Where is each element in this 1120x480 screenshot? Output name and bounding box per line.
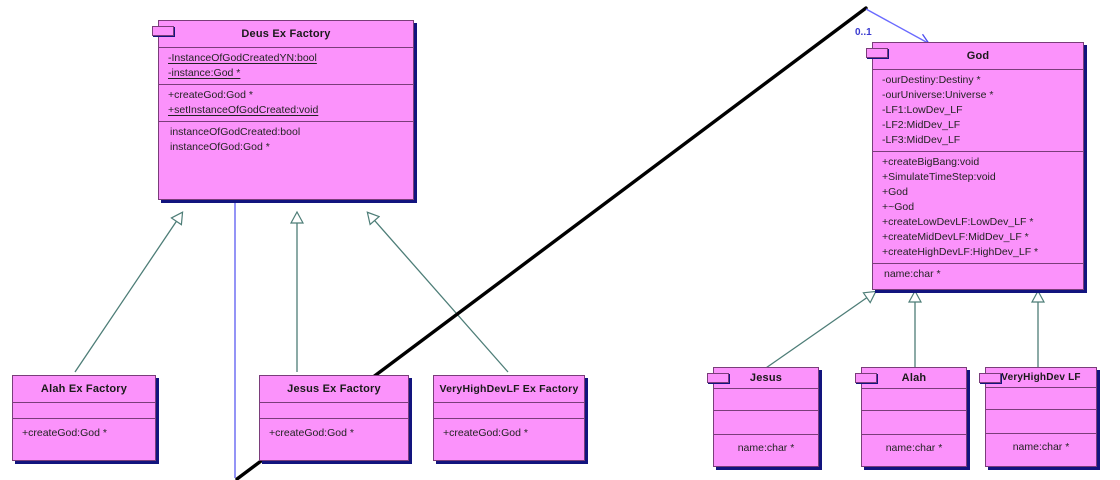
class-title-section: VeryHighDevLF Ex Factory xyxy=(434,376,584,403)
operations-section xyxy=(986,410,1096,434)
operation-row: +SimulateTimeStep:void xyxy=(882,171,996,183)
operation-row: +createGod:God * xyxy=(168,89,253,101)
extra-row: name:char * xyxy=(885,442,943,454)
attributes-section xyxy=(434,403,584,419)
attributes-section: -InstanceOfGodCreatedYN:bool -instance:G… xyxy=(159,48,413,85)
attribute-row: -LF2:MidDev_LF xyxy=(882,119,961,131)
class-name: VeryHighDevLF Ex Factory xyxy=(439,383,579,395)
class-name: Alah Ex Factory xyxy=(40,383,128,395)
extra-row: instanceOfGodCreated:bool xyxy=(170,126,301,138)
generalization-jesus xyxy=(762,292,875,371)
operations-section: +createBigBang:void +SimulateTimeStep:vo… xyxy=(873,152,1083,264)
extra-row: name:char * xyxy=(1012,441,1070,453)
extra-row: instanceOfGod:God * xyxy=(170,141,270,153)
attribute-row: -LF3:MidDev_LF xyxy=(882,134,961,146)
operation-row: +God xyxy=(882,186,908,198)
class-tab-icon xyxy=(866,48,888,58)
generalization-alah-exfactory xyxy=(74,213,182,373)
operation-row: +createHighDevLF:HighDev_LF * xyxy=(882,246,1039,258)
class-title-section: VeryHighDev LF xyxy=(986,368,1096,388)
attributes-section xyxy=(260,403,408,419)
operation-row: +createBigBang:void xyxy=(882,156,980,168)
class-tab-icon xyxy=(152,26,174,36)
operation-row: +~God xyxy=(882,201,915,213)
attributes-section xyxy=(986,388,1096,410)
class-box-alah[interactable]: Alah name:char * xyxy=(855,367,967,467)
class-title-section: Jesus xyxy=(714,368,818,389)
extra-section: name:char * xyxy=(986,434,1096,458)
attributes-section xyxy=(862,389,966,411)
operation-row: +createMidDevLF:MidDev_LF * xyxy=(882,231,1029,243)
operations-section xyxy=(714,411,818,435)
class-box-veryhighdevlf-ex-factory[interactable]: VeryHighDevLF Ex Factory +createGod:God … xyxy=(433,375,585,461)
extra-section: instanceOfGodCreated:bool instanceOfGod:… xyxy=(159,122,413,158)
multiplicity-label-god: 0..1 xyxy=(855,27,872,38)
class-title-section: God xyxy=(873,43,1083,70)
association-to-god xyxy=(865,8,928,43)
extra-section: name:char * xyxy=(714,435,818,459)
operations-section: +createGod:God * xyxy=(260,419,408,444)
class-tab-icon xyxy=(979,373,1001,383)
class-name: VeryHighDev LF xyxy=(1001,372,1081,383)
attributes-section: -ourDestiny:Destiny * -ourUniverse:Unive… xyxy=(873,70,1083,152)
class-name: Deus Ex Factory xyxy=(241,28,331,40)
operation-row: +setInstanceOfGodCreated:void xyxy=(168,104,319,116)
class-box-alah-ex-factory[interactable]: Alah Ex Factory +createGod:God * xyxy=(12,375,156,461)
class-name: Alah xyxy=(901,372,927,384)
extra-section: name:char * xyxy=(873,264,1083,285)
class-tab-icon xyxy=(707,373,729,383)
class-box-jesus-ex-factory[interactable]: Jesus Ex Factory +createGod:God * xyxy=(259,375,409,461)
operations-section: +createGod:God * xyxy=(13,419,155,444)
class-title-section: Alah Ex Factory xyxy=(13,376,155,403)
class-title-section: Alah xyxy=(862,368,966,389)
extra-row: name:char * xyxy=(884,268,941,280)
class-name: Jesus Ex Factory xyxy=(287,383,381,395)
operation-row: +createLowDevLF:LowDev_LF * xyxy=(882,216,1034,228)
class-title-section: Jesus Ex Factory xyxy=(260,376,408,403)
class-name: Jesus xyxy=(749,372,783,384)
extra-section: name:char * xyxy=(862,435,966,459)
attribute-row: -LF1:LowDev_LF xyxy=(882,104,963,116)
attribute-row: -ourDestiny:Destiny * xyxy=(882,74,981,86)
class-title-section: Deus Ex Factory xyxy=(159,21,413,48)
operations-section: +createGod:God * +setInstanceOfGodCreate… xyxy=(159,85,413,122)
class-tab-icon xyxy=(855,373,877,383)
generalization-veryhighdevlf-exfactory xyxy=(368,213,509,373)
operation-row: +createGod:God * xyxy=(443,427,528,439)
extra-row: name:char * xyxy=(737,442,795,454)
operation-row: +createGod:God * xyxy=(22,427,107,439)
class-box-jesus[interactable]: Jesus name:char * xyxy=(707,367,819,467)
class-name: God xyxy=(966,50,990,62)
attribute-row: -InstanceOfGodCreatedYN:bool xyxy=(168,52,317,64)
attribute-row: -ourUniverse:Universe * xyxy=(882,89,994,101)
operations-section: +createGod:God * xyxy=(434,419,584,444)
attributes-section xyxy=(714,389,818,411)
class-box-veryhighdev-lf[interactable]: VeryHighDev LF name:char * xyxy=(979,367,1097,467)
attribute-row: -instance:God * xyxy=(168,67,241,79)
operation-row: +createGod:God * xyxy=(269,427,354,439)
operations-section xyxy=(862,411,966,435)
class-box-deus-ex-factory[interactable]: Deus Ex Factory -InstanceOfGodCreatedYN:… xyxy=(152,20,414,200)
attributes-section xyxy=(13,403,155,419)
class-box-god[interactable]: God -ourDestiny:Destiny * -ourUniverse:U… xyxy=(866,42,1084,290)
